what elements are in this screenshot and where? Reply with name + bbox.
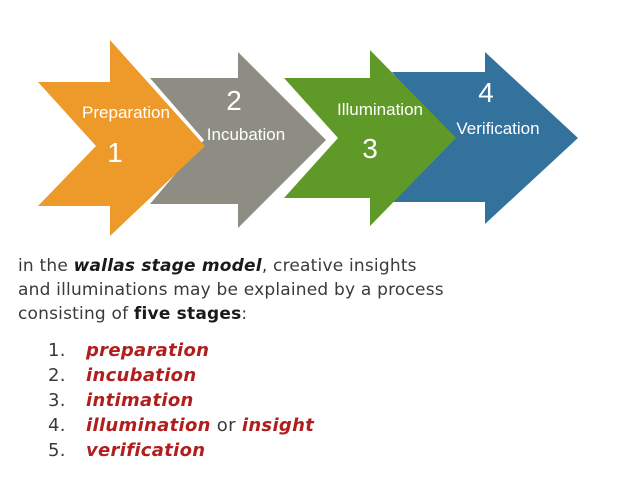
stage-arrow-3 <box>284 50 456 226</box>
stage-arrow-4 <box>392 52 578 224</box>
desc-text: consisting of <box>18 304 134 324</box>
model-name: wallas stage model <box>73 256 262 276</box>
list-item: 3. intimation <box>48 388 314 413</box>
list-item: 5. verification <box>48 438 314 463</box>
stage-term: preparation <box>86 340 210 361</box>
stage-label-1: Preparation <box>82 103 170 122</box>
list-number: 2. <box>48 365 66 386</box>
desc-text: : <box>241 304 248 324</box>
stage-label-3: Illumination <box>337 100 423 119</box>
wallas-stage-diagram: Preparation 1 2 Incubation Illumination … <box>38 40 578 236</box>
description-paragraph: in the wallas stage model, creative insi… <box>18 254 628 326</box>
list-number: 4. <box>48 415 66 436</box>
stage-number-4: 4 <box>478 77 494 108</box>
stage-term: verification <box>86 440 206 461</box>
list-item: 1. preparation <box>48 338 314 363</box>
stage-term: intimation <box>86 390 194 411</box>
stage-arrow-2 <box>150 52 326 228</box>
list-number: 5. <box>48 440 66 461</box>
stage-number-2: 2 <box>226 85 242 116</box>
stage-number-1: 1 <box>107 137 123 168</box>
desc-text: , creative insights <box>261 256 417 276</box>
five-stages-emphasis: five stages <box>133 304 242 324</box>
stage-arrow-1 <box>38 40 205 236</box>
stage-list: 1.preparation 2.incubation 3.intimation … <box>48 338 314 463</box>
stage-label-2: Incubation <box>207 125 285 144</box>
stage-term: illumination <box>86 415 211 436</box>
desc-text: in the <box>18 256 74 276</box>
stage-term-alt: insight <box>241 415 315 436</box>
list-number: 3. <box>48 390 66 411</box>
list-item: 4. illumination or insight <box>48 413 314 438</box>
desc-text: and illuminations may be explained by a … <box>18 280 444 300</box>
stage-label-4: Verification <box>456 119 539 138</box>
stage-number-3: 3 <box>362 133 378 164</box>
connector-text: or <box>210 415 242 436</box>
stage-term: incubation <box>86 365 197 386</box>
list-number: 1. <box>48 340 66 361</box>
list-item: 2. incubation <box>48 363 314 388</box>
